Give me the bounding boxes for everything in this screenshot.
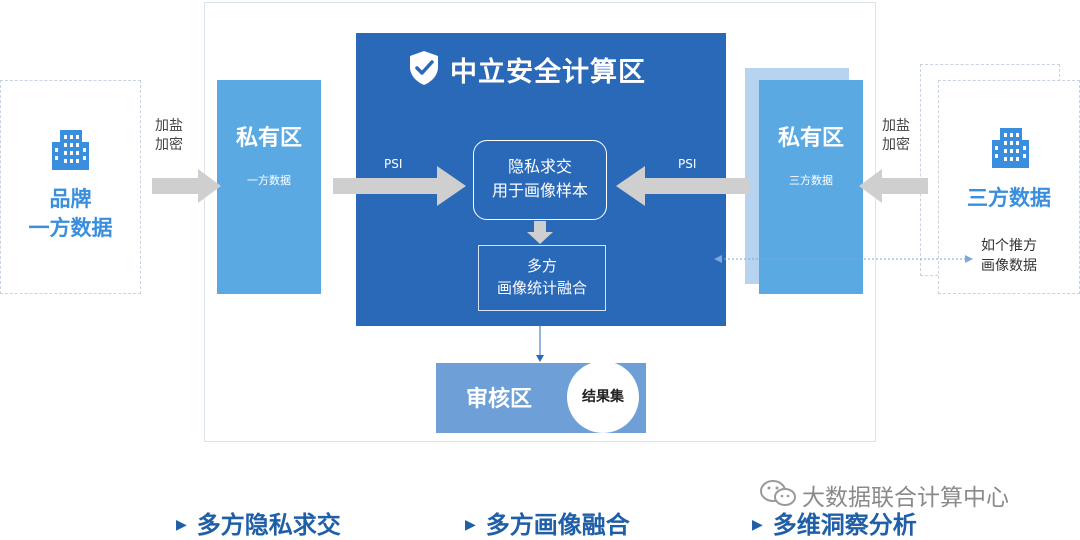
right-encrypt-label: 加盐 加密	[882, 118, 910, 153]
arrow-psi-to-stat	[527, 221, 553, 244]
triangle-icon: ▶	[752, 517, 763, 533]
zone-title: 中立安全计算区	[450, 57, 646, 88]
diagram-frame	[204, 2, 876, 442]
stat-fusion-box: 多方 画像统计融合	[478, 245, 606, 311]
bottom-item-fusion: ▶多方画像融合	[465, 511, 630, 539]
building-icon	[52, 130, 89, 170]
wechat-icon	[760, 480, 796, 506]
building-icon	[992, 128, 1029, 168]
triangle-icon: ▶	[465, 517, 476, 533]
right-private-zone: 私有区 三方数据	[759, 80, 863, 294]
third-data-label: 三方数据	[967, 186, 1051, 210]
brand-data-label: 品牌 一方数据	[28, 187, 113, 240]
shield-check-icon	[410, 51, 438, 85]
bottom-item-insight: ▶多维洞察分析	[752, 511, 917, 539]
arrow-third-to-private	[859, 169, 928, 203]
arrow-right-private-to-psi	[616, 166, 749, 206]
left-private-zone: 私有区 一方数据	[217, 80, 321, 294]
third-data-box	[938, 80, 1080, 294]
arrow-private-to-psi	[333, 166, 466, 206]
psi-right-label: PSI	[678, 157, 697, 171]
left-encrypt-label: 加盐 加密	[155, 118, 183, 153]
result-set-circle: 结果集	[567, 361, 639, 433]
third-data-sub: 如个推方 画像数据	[981, 238, 1037, 274]
bottom-item-psi: ▶多方隐私求交	[176, 511, 341, 539]
watermark-text: 大数据联合计算中心	[802, 485, 1009, 511]
psi-intersection-box: 隐私求交 用于画像样本	[473, 140, 607, 220]
brand-data-box	[0, 80, 141, 294]
arrow-brand-to-private	[152, 169, 221, 203]
triangle-icon: ▶	[176, 517, 187, 533]
psi-left-label: PSI	[384, 157, 403, 171]
review-zone-title: 审核区	[466, 387, 533, 412]
